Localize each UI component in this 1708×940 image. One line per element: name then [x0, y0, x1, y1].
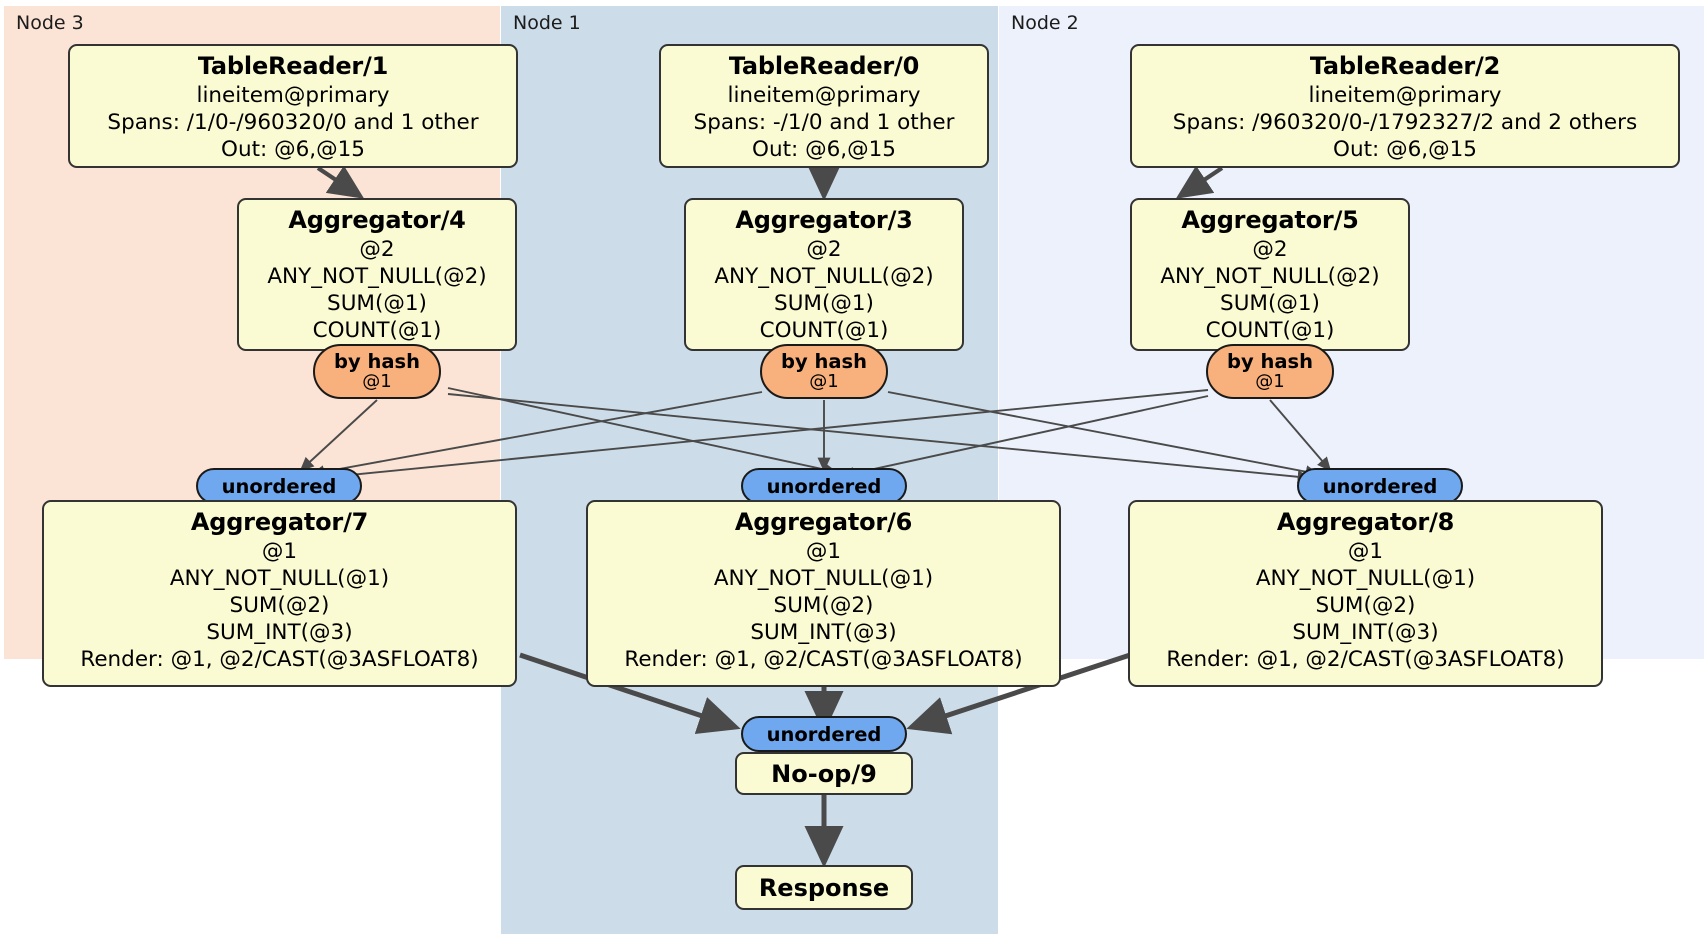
processor-detail: Render: @1, @2/CAST(@3ASFLOAT8) [624, 647, 1023, 672]
processor-detail: ANY_NOT_NULL(@2) [714, 264, 934, 289]
hash-router-right[interactable]: by hash @1 [1206, 344, 1334, 399]
processor-detail: ANY_NOT_NULL(@2) [267, 264, 487, 289]
processor-detail: @2 [1252, 237, 1288, 262]
synchronizer-label: unordered [766, 474, 882, 498]
processor-detail: lineitem@primary [196, 83, 390, 108]
processor-detail: Render: @1, @2/CAST(@3ASFLOAT8) [1166, 647, 1565, 672]
hash-router-key: @1 [809, 371, 839, 392]
processor-detail: @2 [806, 237, 842, 262]
processor-detail: SUM_INT(@3) [750, 620, 897, 645]
hash-router-key: @1 [1255, 371, 1285, 392]
processor-detail: SUM(@2) [773, 593, 874, 618]
hash-router-center[interactable]: by hash @1 [760, 344, 888, 399]
processor-detail: COUNT(@1) [312, 318, 442, 343]
processor-noop-9[interactable]: No-op/9 [735, 752, 913, 795]
processor-title: Response [758, 873, 890, 902]
processor-detail: COUNT(@1) [1205, 318, 1335, 343]
hash-router-label: by hash [781, 350, 867, 373]
synchronizer-unordered-left[interactable]: unordered [196, 468, 362, 504]
node-region-label-node3: Node 3 [16, 12, 84, 34]
processor-detail: SUM(@2) [1315, 593, 1416, 618]
processor-aggregator-7[interactable]: Aggregator/7 @1 ANY_NOT_NULL(@1) SUM(@2)… [42, 500, 517, 687]
hash-router-label: by hash [1227, 350, 1313, 373]
processor-detail: Out: @6,@15 [752, 137, 896, 162]
processor-detail: ANY_NOT_NULL(@1) [713, 566, 934, 591]
processor-title: Aggregator/3 [735, 206, 913, 234]
processor-title: No-op/9 [771, 759, 877, 788]
processor-detail: ANY_NOT_NULL(@2) [1160, 264, 1380, 289]
hash-router-key: @1 [362, 371, 392, 392]
processor-title: Aggregator/8 [1276, 508, 1455, 536]
processor-detail: Render: @1, @2/CAST(@3ASFLOAT8) [80, 647, 479, 672]
processor-title: TableReader/0 [728, 52, 920, 80]
processor-table-reader-1[interactable]: TableReader/1 lineitem@primary Spans: /1… [68, 44, 518, 168]
processor-aggregator-8[interactable]: Aggregator/8 @1 ANY_NOT_NULL(@1) SUM(@2)… [1128, 500, 1603, 687]
processor-detail: SUM(@1) [327, 291, 427, 316]
processor-detail: lineitem@primary [727, 83, 921, 108]
processor-detail: SUM_INT(@3) [1292, 620, 1439, 645]
hash-router-label: by hash [334, 350, 420, 373]
processor-title: Aggregator/6 [734, 508, 913, 536]
processor-detail: @1 [1347, 539, 1384, 564]
node-region-label-node1: Node 1 [513, 12, 581, 34]
synchronizer-label: unordered [766, 722, 882, 746]
processor-detail: @1 [261, 539, 298, 564]
processor-aggregator-6[interactable]: Aggregator/6 @1 ANY_NOT_NULL(@1) SUM(@2)… [586, 500, 1061, 687]
processor-detail: Spans: -/1/0 and 1 other [693, 110, 955, 135]
processor-detail: Out: @6,@15 [1333, 137, 1477, 162]
hash-router-left[interactable]: by hash @1 [313, 344, 441, 399]
processor-detail: SUM(@2) [229, 593, 330, 618]
synchronizer-unordered-final[interactable]: unordered [741, 716, 907, 752]
processor-title: Aggregator/5 [1181, 206, 1359, 234]
processor-title: Aggregator/7 [190, 508, 369, 536]
processor-detail: ANY_NOT_NULL(@1) [169, 566, 390, 591]
processor-aggregator-4[interactable]: Aggregator/4 @2 ANY_NOT_NULL(@2) SUM(@1)… [237, 198, 517, 351]
processor-response[interactable]: Response [735, 865, 913, 910]
processor-detail: @1 [805, 539, 842, 564]
processor-title: Aggregator/4 [288, 206, 466, 234]
processor-aggregator-3[interactable]: Aggregator/3 @2 ANY_NOT_NULL(@2) SUM(@1)… [684, 198, 964, 351]
processor-title: TableReader/1 [197, 52, 389, 80]
processor-table-reader-0[interactable]: TableReader/0 lineitem@primary Spans: -/… [659, 44, 989, 168]
synchronizer-label: unordered [1322, 474, 1438, 498]
processor-detail: SUM(@1) [774, 291, 874, 316]
node-region-label-node2: Node 2 [1011, 12, 1079, 34]
processor-title: TableReader/2 [1309, 52, 1501, 80]
processor-detail: Spans: /1/0-/960320/0 and 1 other [107, 110, 479, 135]
processor-detail: lineitem@primary [1308, 83, 1502, 108]
synchronizer-unordered-right[interactable]: unordered [1297, 468, 1463, 504]
processor-detail: ANY_NOT_NULL(@1) [1255, 566, 1476, 591]
processor-detail: Spans: /960320/0-/1792327/2 and 2 others [1172, 110, 1638, 135]
processor-table-reader-2[interactable]: TableReader/2 lineitem@primary Spans: /9… [1130, 44, 1680, 168]
processor-detail: SUM(@1) [1220, 291, 1320, 316]
processor-detail: COUNT(@1) [759, 318, 889, 343]
processor-detail: SUM_INT(@3) [206, 620, 353, 645]
processor-aggregator-5[interactable]: Aggregator/5 @2 ANY_NOT_NULL(@2) SUM(@1)… [1130, 198, 1410, 351]
processor-detail: @2 [359, 237, 395, 262]
synchronizer-label: unordered [221, 474, 337, 498]
processor-detail: Out: @6,@15 [221, 137, 365, 162]
synchronizer-unordered-center[interactable]: unordered [741, 468, 907, 504]
